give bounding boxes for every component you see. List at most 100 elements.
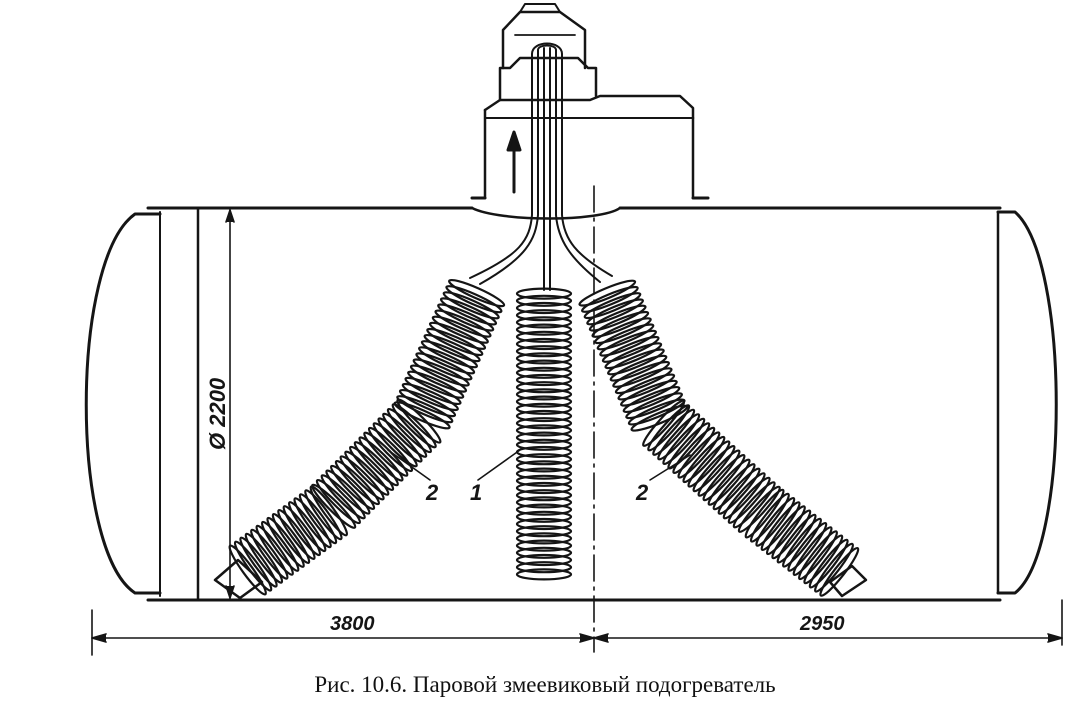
coil-turn [707, 458, 751, 506]
callout-center-coil: 1 [470, 480, 482, 505]
coil-turn [515, 496, 573, 509]
coil-turn [287, 501, 327, 553]
coil-turn [515, 388, 573, 401]
coil-turn [515, 553, 573, 567]
coil-turn [426, 327, 484, 357]
coil-turn [614, 367, 673, 395]
coil-turn [677, 431, 721, 479]
coil-turn [515, 409, 573, 423]
coil-turn [581, 285, 639, 313]
coil-turn [808, 538, 849, 589]
coil-turn [515, 366, 573, 379]
coil-turn [515, 532, 573, 545]
steam-coil-heater-drawing: Ø 2200 3800 2950 2 1 2 [84, 3, 1063, 656]
coil-turn [393, 401, 451, 430]
coil-turn [515, 381, 573, 394]
coil-turn [814, 542, 854, 593]
coil-turn [672, 426, 716, 475]
coil-turn [515, 546, 573, 559]
coil-turn [642, 399, 686, 447]
coil-turn [515, 561, 573, 574]
coil-turn [737, 485, 781, 533]
coil-turn [515, 301, 573, 315]
coil-turn [596, 323, 655, 351]
coil-turn [244, 532, 284, 584]
coil-turn [315, 478, 362, 525]
coil-turn [515, 503, 573, 516]
coil-turn [727, 476, 771, 524]
coil-turn [687, 440, 731, 488]
coil-turn [609, 354, 668, 382]
coil-turn [277, 508, 316, 561]
coil-turn [448, 278, 506, 308]
coil-turn [334, 459, 381, 506]
coil-turn [586, 298, 644, 326]
coil-turn [702, 453, 746, 502]
coil-turn [412, 358, 470, 387]
coil-turn [692, 444, 736, 493]
coil-turn [607, 348, 665, 376]
coil-turn [604, 342, 663, 370]
coil-turn [717, 467, 761, 515]
coil-turn [515, 431, 573, 444]
coil-turn [515, 352, 573, 365]
coil-turn [515, 309, 573, 322]
coil-turn [325, 469, 371, 515]
coil-turn [515, 474, 573, 487]
coil-turn [515, 330, 573, 343]
left-length-label: 3800 [330, 613, 375, 635]
coil-turn [442, 291, 500, 320]
coil-turn [515, 402, 573, 415]
coil-turn [311, 483, 357, 529]
right-end-cap [996, 210, 1058, 595]
coil-turn [515, 568, 573, 581]
coil-turn [682, 435, 726, 484]
coil-turn [601, 335, 660, 363]
coil-turn [309, 485, 349, 537]
coil-turn [344, 450, 390, 496]
coil-turn [445, 285, 503, 314]
coil-turn [712, 463, 756, 511]
coil-turn [782, 517, 822, 568]
coil-turn [260, 520, 300, 572]
coil-turn [771, 509, 812, 560]
pipe-bundle [469, 42, 613, 291]
coil-turn [404, 376, 462, 406]
coil-turn [367, 426, 414, 473]
coil-turn [620, 379, 678, 407]
coil-turn [515, 417, 573, 430]
coil-turn [415, 352, 473, 381]
coil-turn [744, 488, 785, 539]
coil-turn [298, 493, 338, 545]
coil-turn [515, 323, 573, 336]
coil-turn [760, 501, 801, 552]
coil-turn [792, 526, 833, 577]
coil-turn [515, 510, 573, 523]
coil-turn [358, 436, 404, 482]
coil-turn [353, 441, 399, 487]
coil-turn [382, 412, 428, 458]
coil-turn [515, 539, 573, 552]
figure-caption: Рис. 10.6. Паровой змеевиковый подогрева… [314, 672, 776, 697]
coil-turn [282, 505, 322, 557]
coil-turn [398, 388, 457, 418]
coil-turn [439, 297, 498, 326]
coil-turn [386, 407, 433, 454]
coil-turn [819, 546, 860, 597]
coil-turn [271, 512, 311, 565]
coil-turn [630, 404, 689, 432]
coil-turn [372, 422, 418, 468]
coil-turn [515, 453, 573, 466]
coil-turn [515, 395, 573, 408]
coil-turn [515, 525, 573, 538]
coil-turn [755, 496, 796, 547]
left-coil-2 [228, 278, 506, 596]
coil-turn [266, 516, 305, 568]
coil-turn [428, 321, 487, 350]
coil-turn [250, 528, 289, 580]
tank-body [146, 206, 1002, 602]
coil-turn [798, 530, 838, 581]
coil-turn [431, 315, 489, 344]
coil-turn [515, 345, 573, 358]
coil-turn [588, 304, 647, 332]
